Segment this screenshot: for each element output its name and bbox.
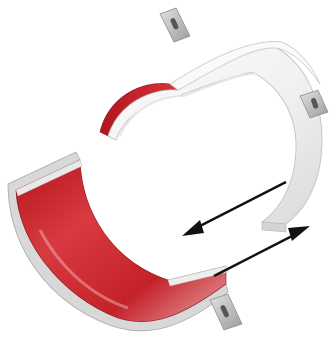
lower-half-shell: [8, 152, 228, 331]
upper-half-shell: [100, 42, 322, 232]
arrow-together: [214, 226, 310, 276]
mounting-tab-top: [160, 8, 190, 42]
mounting-tab-bottom: [210, 294, 242, 330]
